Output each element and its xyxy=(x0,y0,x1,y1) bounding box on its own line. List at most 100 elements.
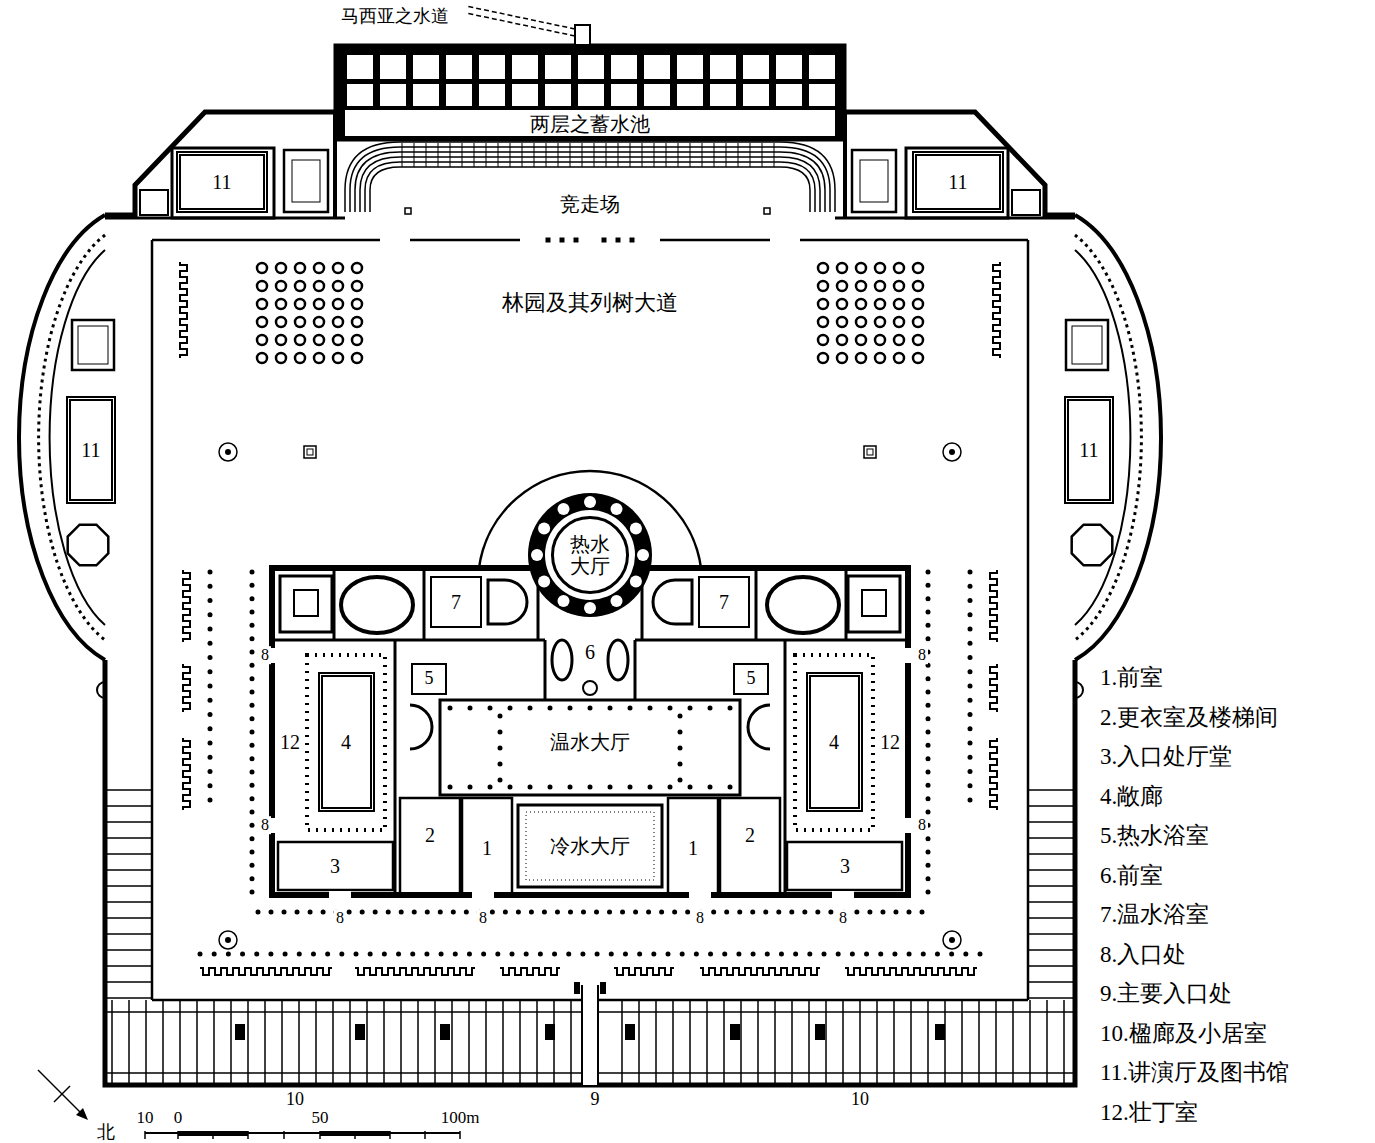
column-dot xyxy=(208,769,213,774)
shop-wall xyxy=(366,1000,368,1085)
column-dot xyxy=(893,910,898,915)
entrance-number: 8 xyxy=(837,909,849,927)
palaestra-court: 4 xyxy=(806,672,863,812)
shop-wall xyxy=(910,1000,912,1085)
niche-wall xyxy=(990,664,997,712)
corner-block xyxy=(906,148,1008,218)
column-dot xyxy=(208,741,213,746)
aqueduct xyxy=(466,6,575,29)
column-dot xyxy=(737,910,742,915)
shop-wall xyxy=(570,1000,572,1085)
tree xyxy=(913,353,923,363)
column-dot xyxy=(949,952,954,957)
shop-wall xyxy=(757,1000,759,1085)
column-dot xyxy=(968,669,973,674)
column-dot xyxy=(208,669,213,674)
column-dot xyxy=(438,910,443,915)
column-dot xyxy=(880,910,885,915)
column-dot xyxy=(490,910,495,915)
seating-step xyxy=(462,143,463,167)
tree xyxy=(333,317,343,327)
shop-wall xyxy=(1028,917,1075,919)
gate-post xyxy=(600,982,606,994)
fountain xyxy=(943,931,961,949)
column-dot xyxy=(878,952,883,957)
shop-wall xyxy=(105,821,152,823)
shop-wall xyxy=(105,917,152,919)
room-label: 1 xyxy=(688,837,698,859)
tree xyxy=(837,299,847,309)
shop-wall xyxy=(689,1000,691,1085)
garden-boundary xyxy=(152,239,380,242)
room-outline xyxy=(668,798,718,895)
column-dot xyxy=(637,952,642,957)
niche-wall xyxy=(614,968,674,975)
precinct-wall xyxy=(105,112,1075,1085)
plan-drawing xyxy=(19,6,1161,1139)
column-dot xyxy=(968,584,973,589)
exedra-room xyxy=(78,326,108,364)
column-dot xyxy=(503,910,508,915)
column-dot xyxy=(208,655,213,660)
column-dot xyxy=(633,910,638,915)
column-dot xyxy=(678,762,683,767)
tepid-bath-room: 7 xyxy=(698,576,750,628)
seating-step xyxy=(750,143,751,167)
column-dot xyxy=(630,238,635,243)
column-dot xyxy=(382,952,387,957)
shop-wall xyxy=(434,1000,436,1085)
gymnasium-label: 12 xyxy=(877,730,903,754)
shop-wall xyxy=(876,1000,878,1085)
garden-boundary xyxy=(410,239,520,242)
column-dot xyxy=(528,785,533,790)
column-dot xyxy=(926,636,931,641)
seating-step xyxy=(558,143,559,167)
tree xyxy=(333,263,343,273)
column-dot xyxy=(968,755,973,760)
shop-wall xyxy=(179,1000,181,1085)
legend-item: 6.前室 xyxy=(1100,863,1163,889)
column-dot xyxy=(779,952,784,957)
legend-text: 9.主要入口处 xyxy=(1100,981,1232,1007)
seating-step xyxy=(690,143,691,167)
column-dot xyxy=(968,627,973,632)
tree xyxy=(314,335,324,345)
scale-tick xyxy=(144,1131,146,1139)
tree xyxy=(333,353,343,363)
seating-step xyxy=(630,143,631,167)
column-dot xyxy=(828,910,833,915)
shop-wall xyxy=(196,1000,198,1085)
legend-text: 5.热水浴室 xyxy=(1100,823,1209,849)
shop-wall xyxy=(105,981,152,983)
column-dot xyxy=(850,952,855,957)
entrance-number: 8 xyxy=(694,909,706,927)
shop-wall xyxy=(105,933,152,935)
shop-wall xyxy=(105,853,152,855)
column-dot xyxy=(672,910,677,915)
column-dot xyxy=(548,785,553,790)
shop-wall xyxy=(672,1000,674,1085)
scale-tick xyxy=(177,1131,179,1139)
room-label: 12 xyxy=(880,731,900,753)
column-dot xyxy=(602,238,607,243)
reservoir-cell xyxy=(380,84,406,106)
column-dot xyxy=(668,785,673,790)
legend-item: 10.楹廊及小居室 xyxy=(1100,1021,1267,1047)
column-dot xyxy=(250,650,255,655)
corner-room xyxy=(140,190,168,215)
reservoir-cell xyxy=(446,84,472,106)
reservoir-cell xyxy=(578,84,604,106)
seating-step xyxy=(534,143,535,167)
tree xyxy=(818,299,828,309)
tree xyxy=(837,263,847,273)
fountain xyxy=(219,931,237,949)
room-label: 3 xyxy=(330,855,340,877)
seating-step xyxy=(522,143,523,167)
shop-wall xyxy=(1028,837,1075,839)
reservoir-cell xyxy=(446,55,472,79)
column-dot xyxy=(240,952,245,957)
column-dot xyxy=(620,910,625,915)
tree xyxy=(352,335,362,345)
shop-wall xyxy=(105,805,152,807)
tree xyxy=(856,353,866,363)
